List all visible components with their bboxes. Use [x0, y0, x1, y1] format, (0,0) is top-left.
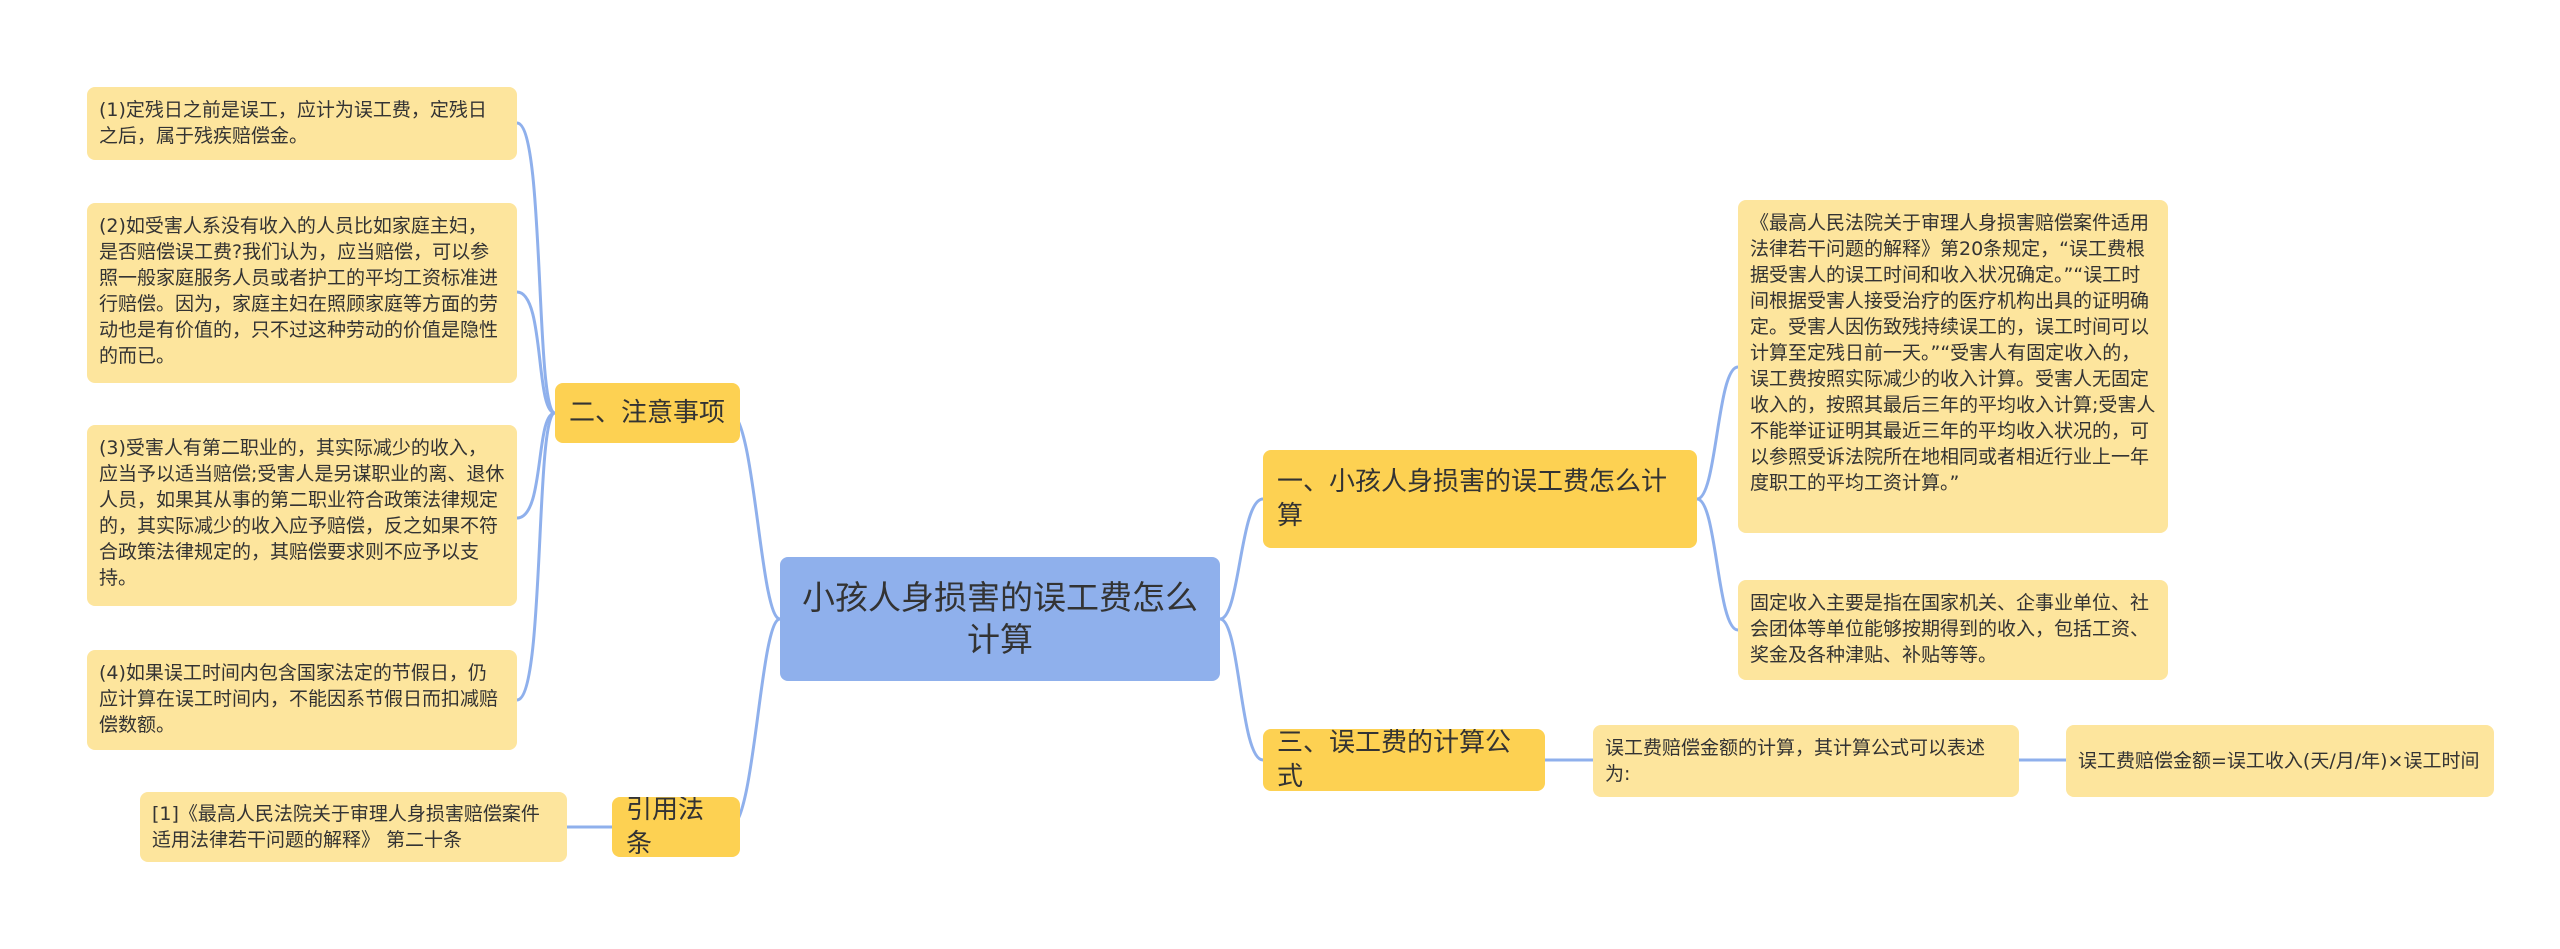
link-notes-item-1 — [515, 121, 557, 415]
root-topic[interactable]: 小孩人身损害的误工费怎么计算 — [780, 557, 1220, 681]
connector-group — [515, 121, 2068, 829]
link-root-formula — [1218, 617, 1265, 762]
notes-item-2[interactable]: (2)如受害人系没有收入的人员比如家庭主妇，是否赔偿误工费?我们认为，应当赔偿，… — [87, 203, 517, 383]
how-item-2[interactable]: 固定收入主要是指在国家机关、企事业单位、社会团体等单位能够按期得到的收入，包括工… — [1738, 580, 2168, 680]
branch-citation-label: 引用法条 — [626, 797, 705, 857]
link-root-citation — [728, 617, 782, 829]
link-how-item-1 — [1695, 365, 1740, 501]
link-root-how — [1218, 497, 1265, 621]
branch-notes[interactable]: 二、注意事项 — [555, 383, 740, 443]
citation-item-1-text: [1]《最高人民法院关于审理人身损害赔偿案件适用法律若干问题的解释》 第二十条 — [152, 803, 540, 851]
notes-item-1[interactable]: (1)定残日之前是误工，应计为误工费，定残日之后，属于残疾赔偿金。 — [87, 87, 517, 160]
branch-citation[interactable]: 引用法条 — [612, 797, 740, 857]
branch-formula[interactable]: 三、误工费的计算公式 — [1263, 729, 1545, 791]
formula-intro[interactable]: 误工费赔偿金额的计算，其计算公式可以表述为: — [1593, 725, 2019, 797]
link-how-item-2 — [1695, 497, 1740, 632]
notes-item-4[interactable]: (4)如果误工时间内包含国家法定的节假日，仍应计算在误工时间内，不能因系节假日而… — [87, 650, 517, 750]
how-item-1[interactable]: 《最高人民法院关于审理人身损害赔偿案件适用法律若干问题的解释》第20条规定，“误… — [1738, 200, 2168, 533]
branch-how-label: 一、小孩人身损害的误工费怎么计算 — [1277, 467, 1668, 531]
formula-intro-text: 误工费赔偿金额的计算，其计算公式可以表述为: — [1605, 737, 1986, 785]
branch-how[interactable]: 一、小孩人身损害的误工费怎么计算 — [1263, 450, 1697, 548]
link-notes-item-4 — [515, 411, 557, 702]
notes-item-2-text: (2)如受害人系没有收入的人员比如家庭主妇，是否赔偿误工费?我们认为，应当赔偿，… — [99, 215, 499, 367]
branch-formula-label: 三、误工费的计算公式 — [1277, 729, 1512, 791]
how-item-2-text: 固定收入主要是指在国家机关、企事业单位、社会团体等单位能够按期得到的收入，包括工… — [1750, 592, 2150, 666]
root-topic-label: 小孩人身损害的误工费怎么计算 — [802, 578, 1198, 659]
notes-item-3[interactable]: (3)受害人有第二职业的，其实际减少的收入，应当予以适当赔偿;受害人是另谋职业的… — [87, 425, 517, 606]
notes-item-1-text: (1)定残日之前是误工，应计为误工费，定残日之后，属于残疾赔偿金。 — [99, 99, 487, 147]
how-item-1-text: 《最高人民法院关于审理人身损害赔偿案件适用法律若干问题的解释》第20条规定，“误… — [1750, 212, 2156, 494]
link-notes-item-2 — [515, 290, 557, 415]
formula-result-text: 误工费赔偿金额=误工收入(天/月/年)×误工时间 — [2078, 750, 2480, 772]
branch-notes-label: 二、注意事项 — [569, 398, 726, 428]
link-root-notes — [728, 411, 782, 621]
notes-item-3-text: (3)受害人有第二职业的，其实际减少的收入，应当予以适当赔偿;受害人是另谋职业的… — [99, 437, 505, 589]
formula-result[interactable]: 误工费赔偿金额=误工收入(天/月/年)×误工时间 — [2066, 725, 2494, 797]
notes-item-4-text: (4)如果误工时间内包含国家法定的节假日，仍应计算在误工时间内，不能因系节假日而… — [99, 662, 499, 736]
link-notes-item-3 — [515, 411, 557, 520]
citation-item-1[interactable]: [1]《最高人民法院关于审理人身损害赔偿案件适用法律若干问题的解释》 第二十条 — [140, 792, 567, 862]
